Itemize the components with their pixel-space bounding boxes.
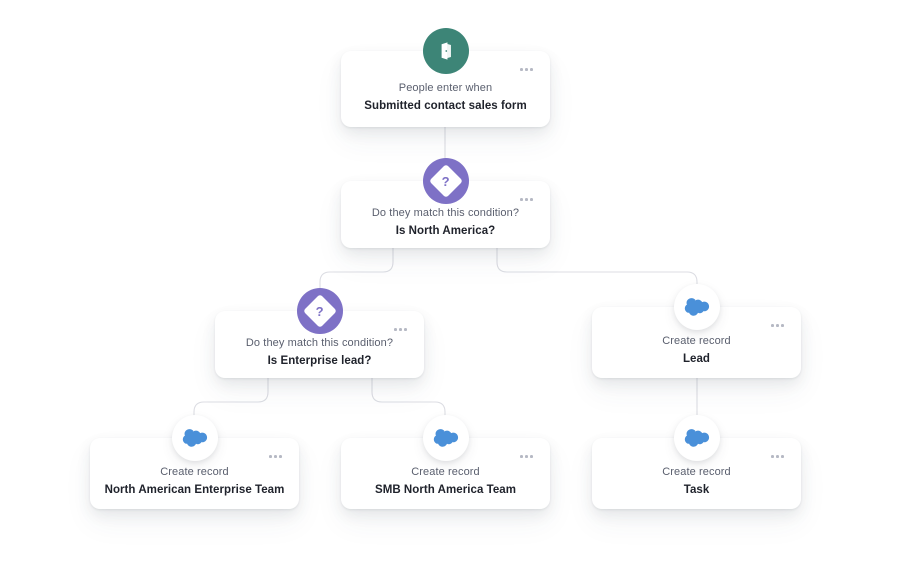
node-action-smb-na-team[interactable]: Create record SMB North America Team <box>341 415 550 509</box>
node-title: Submitted contact sales form <box>364 99 527 112</box>
menu-dot <box>530 68 533 71</box>
connector-condition2-right-branch <box>371 377 446 421</box>
menu-dot <box>525 198 528 201</box>
node-menu-button[interactable] <box>517 65 536 74</box>
menu-dot <box>520 68 523 71</box>
connector-condition2-left-branch <box>193 377 269 421</box>
menu-dot <box>781 455 784 458</box>
node-content: Create record North American Enterprise … <box>90 438 299 509</box>
menu-dot <box>274 455 277 458</box>
node-content: Create record Lead <box>592 307 801 378</box>
node-menu-button[interactable] <box>768 452 787 461</box>
node-menu-button[interactable] <box>517 195 536 204</box>
question-diamond-icon: ? <box>296 288 343 334</box>
question-diamond-icon: ? <box>422 158 469 204</box>
node-action-na-enterprise-team[interactable]: Create record North American Enterprise … <box>90 415 299 509</box>
node-subtitle: Create record <box>662 466 731 478</box>
node-content: Do they match this condition? Is Enterpr… <box>215 311 424 378</box>
salesforce-cloud-icon <box>422 415 469 461</box>
node-condition-north-america[interactable]: ? Do they match this condition? Is North… <box>341 158 550 248</box>
menu-dot <box>776 324 779 327</box>
node-title: Task <box>683 484 710 496</box>
node-trigger[interactable]: People enter when Submitted contact sale… <box>341 28 550 127</box>
door-enter-icon <box>422 28 469 74</box>
menu-dot <box>520 198 523 201</box>
menu-dot <box>525 68 528 71</box>
node-title: SMB North America Team <box>374 484 517 496</box>
menu-dot <box>269 455 272 458</box>
menu-dot <box>781 324 784 327</box>
menu-dot <box>404 328 407 331</box>
node-subtitle: Create record <box>160 466 229 478</box>
node-content: People enter when Submitted contact sale… <box>341 51 550 127</box>
salesforce-cloud-icon <box>673 415 720 461</box>
connector-condition1-right-branch <box>496 247 698 308</box>
node-menu-button[interactable] <box>517 452 536 461</box>
node-menu-button[interactable] <box>266 452 285 461</box>
node-content: Create record SMB North America Team <box>341 438 550 509</box>
node-subtitle: Create record <box>662 335 731 347</box>
node-action-lead[interactable]: Create record Lead <box>592 284 801 378</box>
node-action-task[interactable]: Create record Task <box>592 415 801 509</box>
node-content: Create record Task <box>592 438 801 509</box>
node-condition-enterprise-lead[interactable]: ? Do they match this condition? Is Enter… <box>215 288 424 378</box>
node-subtitle: People enter when <box>398 81 493 94</box>
menu-dot <box>399 328 402 331</box>
menu-dot <box>520 455 523 458</box>
salesforce-cloud-icon <box>171 415 218 461</box>
menu-dot <box>776 455 779 458</box>
connector-condition1-left-branch <box>319 247 394 291</box>
node-menu-button[interactable] <box>391 325 410 334</box>
node-title: North American Enterprise Team <box>104 484 285 496</box>
menu-dot <box>530 455 533 458</box>
node-title: Is North America? <box>395 225 496 237</box>
node-subtitle: Do they match this condition? <box>371 207 520 219</box>
node-subtitle: Create record <box>411 466 480 478</box>
node-title: Is Enterprise lead? <box>267 355 372 367</box>
menu-dot <box>771 455 774 458</box>
node-title: Lead <box>682 353 711 365</box>
node-menu-button[interactable] <box>768 321 787 330</box>
node-content: Do they match this condition? Is North A… <box>341 181 550 248</box>
menu-dot <box>530 198 533 201</box>
menu-dot <box>279 455 282 458</box>
salesforce-cloud-icon <box>673 284 720 330</box>
menu-dot <box>394 328 397 331</box>
node-subtitle: Do they match this condition? <box>245 337 394 349</box>
menu-dot <box>525 455 528 458</box>
menu-dot <box>771 324 774 327</box>
